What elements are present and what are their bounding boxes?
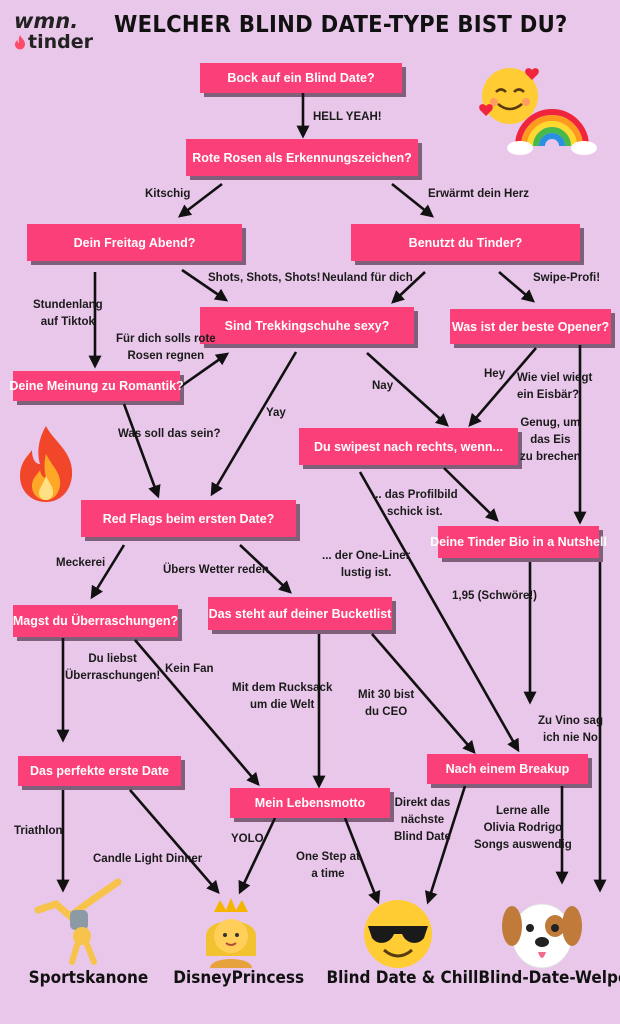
question-freitag-abend: Dein Freitag Abend?: [27, 224, 242, 261]
answer-eisbaer: Wie viel wiegt ein Eisbär?: [517, 372, 593, 401]
answer-rote-rosen-regnen: Für dich solls rote Rosen regnen: [116, 333, 216, 362]
answer-meckerei: Meckerei: [56, 557, 106, 569]
puppy-icon: [502, 903, 582, 969]
question-red-flags: Red Flags beim ersten Date?: [81, 500, 296, 537]
question-blind-date: Bock auf ein Blind Date?: [200, 63, 402, 93]
question-benutzt-tinder: Benutzt du Tinder?: [351, 224, 580, 261]
question-romantik: Deine Meinung zu Romantik?: [9, 371, 184, 401]
question-breakup: Nach einem Breakup: [427, 754, 588, 784]
question-bucketlist: Das steht auf deiner Bucketlist: [208, 597, 392, 630]
answer-hey: Hey: [484, 368, 506, 380]
answer-vino: Zu Vino sag ich nie No: [538, 715, 603, 744]
answer-one-liner: ... der One-Liner lustig ist.: [322, 550, 411, 579]
question-bester-opener: Was ist der beste Opener?: [450, 309, 611, 344]
answer-neuland: Neuland für dich: [322, 272, 413, 284]
page-title: WELCHER BLIND DATE-TYPE BIST DU?: [114, 12, 568, 38]
answer-yolo: YOLO: [231, 833, 264, 845]
answer-wetter: Übers Wetter reden: [163, 564, 269, 576]
princess-icon: [206, 898, 256, 968]
logo-wmn-text: wmn.: [14, 9, 79, 33]
answer-yay: Yay: [266, 407, 286, 419]
answer-was-soll-das: Was soll das sein?: [118, 428, 221, 440]
gymnast-icon: [34, 878, 122, 965]
tinder-flame-icon: [15, 35, 25, 50]
wmn-tinder-logo: wmn. tinder: [14, 10, 93, 52]
result-blind-date-welpe: Blind-Date-Welpe: [478, 968, 620, 988]
result-blind-date-chill: Blind Date & Chill: [326, 968, 479, 988]
answer-candle-light: Candle Light Dinner: [93, 853, 203, 865]
answer-liebst-ueberraschungen: Du liebst Überraschungen!: [65, 653, 161, 682]
answer-shots: Shots, Shots, Shots!: [208, 272, 321, 284]
question-erstes-date: Das perfekte erste Date: [18, 756, 181, 786]
answer-naechstes-date: Direkt das nächste Blind Date: [394, 797, 451, 843]
question-lebensmotto: Mein Lebensmotto: [230, 788, 390, 818]
answer-hell-yeah: HELL YEAH!: [313, 111, 382, 123]
sunglasses-face-icon: [364, 900, 432, 968]
answer-olivia-rodrigo: Lerne alle Olivia Rodrigo Songs auswendi…: [474, 805, 572, 851]
answer-kein-fan: Kein Fan: [165, 663, 214, 675]
answer-eis-brechen: Genug, um das Eis zu brechen: [520, 417, 581, 463]
fire-icon: [20, 426, 73, 502]
answer-swipe-profi: Swipe-Profi!: [533, 272, 601, 284]
answer-one-step: One Step at a time: [296, 851, 360, 880]
answer-erwaermt-herz: Erwärmt dein Herz: [428, 188, 529, 200]
smiling-face-with-hearts-icon: [479, 68, 539, 124]
question-tinder-bio: Deine Tinder Bio in a Nutshell: [430, 526, 607, 558]
answer-rucksack: Mit dem Rucksack um die Welt: [232, 682, 333, 711]
answer-profilbild: ... das Profilbild schick ist.: [372, 489, 458, 518]
answer-ceo: Mit 30 bist du CEO: [358, 689, 415, 718]
question-ueberraschungen: Magst du Überraschungen?: [13, 605, 178, 637]
answer-stundenlang-tiktok: Stundenlang auf Tiktok: [33, 299, 103, 328]
result-sportskanone: Sportskanone: [28, 968, 149, 988]
answer-nay: Nay: [372, 380, 394, 392]
answer-kitschig: Kitschig: [145, 188, 191, 200]
logo-tinder-text: tinder: [28, 31, 93, 53]
question-swipest-rechts: Du swipest nach rechts, wenn...: [299, 428, 518, 465]
result-disney-princess: DisneyPrincess: [173, 968, 305, 988]
answer-triathlon: Triathlon: [14, 825, 63, 837]
question-rote-rosen: Rote Rosen als Erkennungszeichen?: [186, 139, 418, 176]
rainbow-icon: [507, 109, 597, 155]
answer-195: 1,95 (Schwöre!): [452, 590, 537, 602]
question-trekkingschuhe: Sind Trekkingschuhe sexy?: [200, 307, 414, 344]
